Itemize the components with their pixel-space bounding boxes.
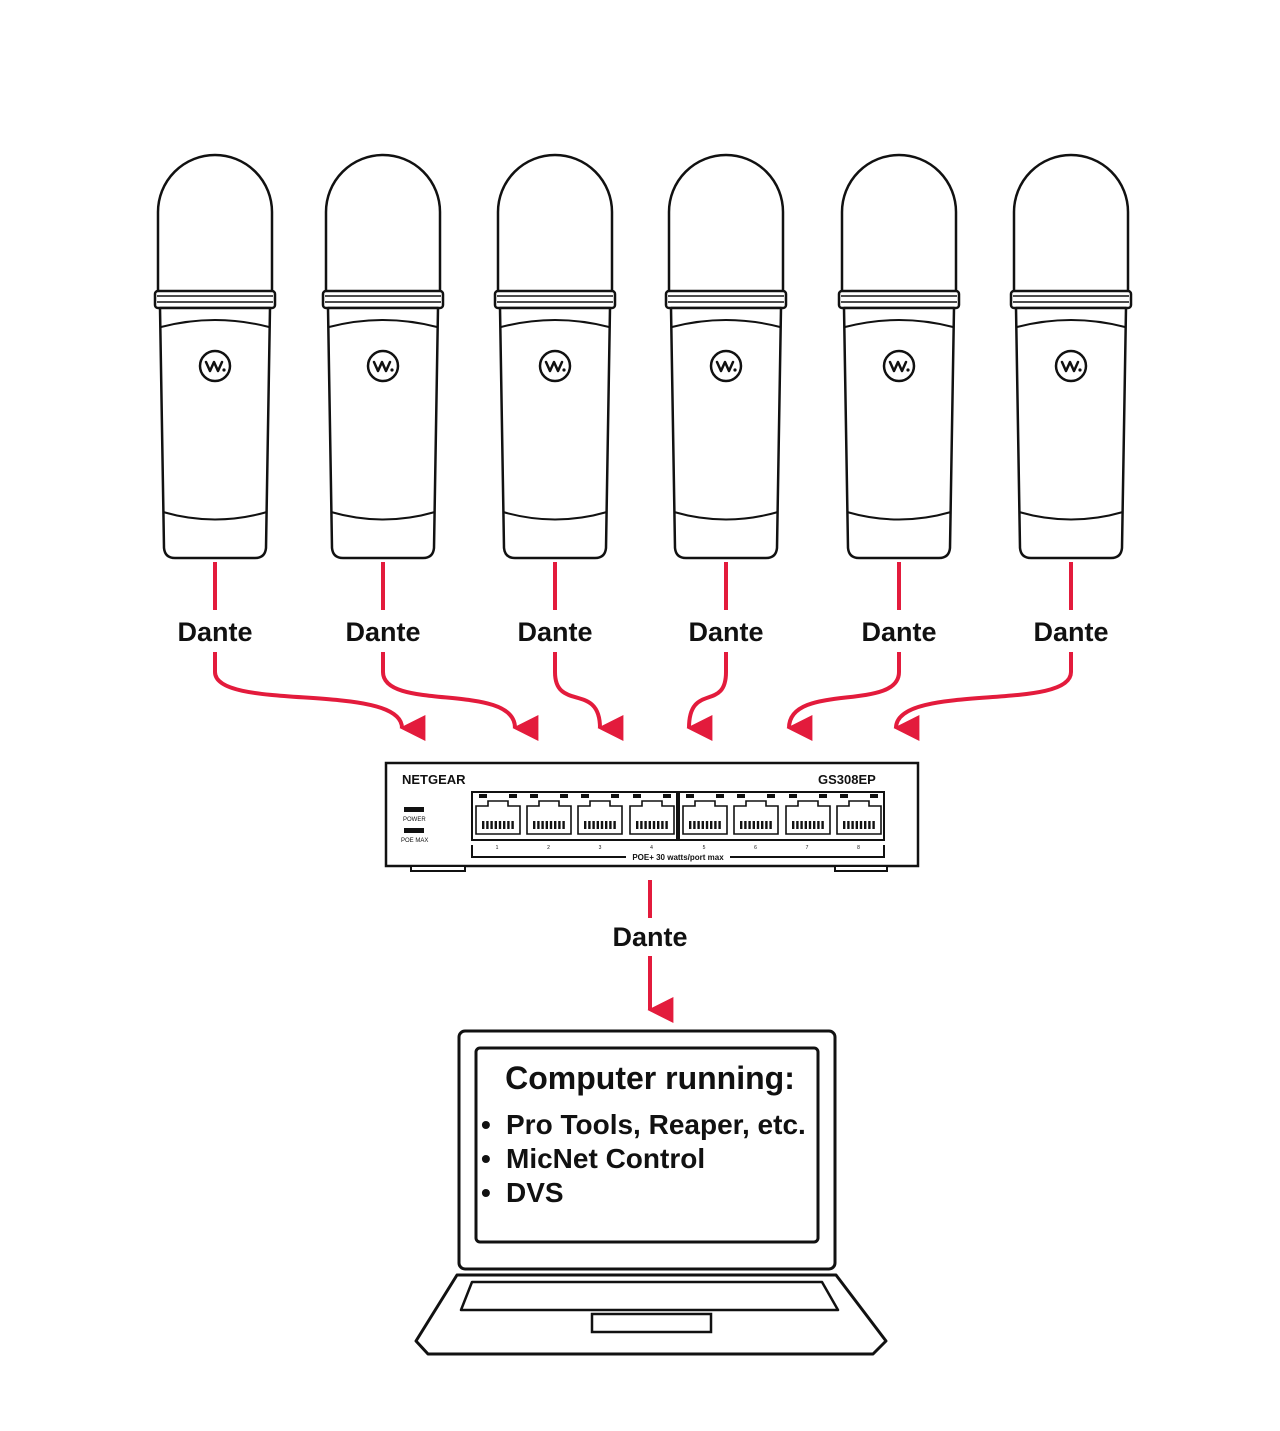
switch-model: GS308EP: [818, 772, 876, 787]
microphone-icon: [1009, 153, 1133, 560]
wave-logo-icon: [1054, 349, 1088, 383]
computer-title: Computer running:: [505, 1060, 795, 1096]
mic-grille: [840, 153, 958, 294]
mic-grille: [667, 153, 785, 294]
mic-body: [842, 306, 956, 560]
wave-logo-icon: [709, 349, 743, 383]
port-number: 6: [754, 845, 757, 851]
dante-link-arrow: [213, 652, 426, 741]
mic-body: [1014, 306, 1128, 560]
ethernet-port: 7: [785, 794, 831, 851]
dante-label: Dante: [177, 617, 252, 647]
computer-software-list: •Pro Tools, Reaper, etc.•MicNet Control•…: [481, 1109, 806, 1208]
mic-grille: [1012, 153, 1130, 294]
poe-label: POE+ 30 watts/port max: [632, 853, 724, 862]
switch-to-computer-link: Dante: [612, 880, 688, 1023]
mic-collar: [153, 289, 277, 310]
mic-grille: [156, 153, 274, 294]
ethernet-port: 4: [629, 794, 675, 851]
microphone-icon: [837, 153, 961, 560]
list-bullet: •: [481, 1177, 491, 1208]
switch-foot-left: [410, 865, 466, 872]
ethernet-port: 6: [733, 794, 779, 851]
software-list-item: • MicNet Control: [481, 1143, 705, 1174]
poe-max-led-label: POE MAX: [401, 838, 428, 844]
mic-collar: [664, 289, 788, 310]
mic-collar: [321, 289, 445, 310]
network-switch-icon: NETGEAR GS308EP POWER POE MAX 1 2 3 4 5 6 7 8 P…: [384, 761, 920, 872]
mic-body: [669, 306, 783, 560]
wave-logo-icon: [538, 349, 572, 383]
mic-collar: [837, 289, 961, 310]
microphone-row: [153, 153, 1133, 560]
software-list-item: • DVS: [481, 1177, 564, 1208]
microphone-icon: [493, 153, 617, 560]
software-name: Pro Tools, Reaper, etc.: [506, 1109, 806, 1140]
mic-collar: [1009, 289, 1133, 310]
mic-body: [158, 306, 272, 560]
port-number: 7: [806, 845, 809, 851]
power-led-label: POWER: [403, 817, 426, 823]
dante-link: Dante: [893, 562, 1109, 742]
mic-grille: [496, 153, 614, 294]
mic-body: [326, 306, 440, 560]
wave-logo-icon: [198, 349, 232, 383]
dante-link: Dante: [177, 562, 426, 741]
laptop-icon: Computer running: • Pro Tools, Reaper, et…: [414, 1029, 888, 1356]
software-list-item: • Pro Tools, Reaper, etc.: [481, 1109, 806, 1140]
port-number: 2: [547, 845, 550, 851]
port-number: 5: [703, 845, 706, 851]
poe-max-led: [404, 828, 424, 833]
list-bullet: •: [481, 1143, 491, 1174]
mic-body: [498, 306, 612, 560]
dante-label: Dante: [345, 617, 420, 647]
dante-link: Dante: [345, 562, 539, 741]
port-number: 1: [496, 845, 499, 851]
dante-link: Dante: [786, 562, 937, 742]
switch-ports: 1 2 3 4 5 6 7 8: [475, 794, 882, 851]
laptop-screen: [474, 1046, 820, 1244]
software-name: MicNet Control: [506, 1143, 705, 1174]
ethernet-port: 8: [836, 794, 882, 851]
list-bullet: •: [481, 1109, 491, 1140]
dante-label: Dante: [861, 617, 936, 647]
ethernet-port: 3: [577, 794, 623, 851]
mic-grille: [324, 153, 442, 294]
ethernet-port: 2: [526, 794, 572, 851]
switch-foot-right: [834, 865, 888, 872]
switch-brand: NETGEAR: [402, 772, 466, 787]
port-number: 3: [599, 845, 602, 851]
mic-collar: [493, 289, 617, 310]
laptop-trackpad: [590, 1312, 713, 1334]
dante-link-arrow: [686, 652, 728, 742]
dante-link: Dante: [686, 562, 764, 742]
mic-to-switch-links: Dante Dante Dante Dante Dante Dante: [177, 562, 1109, 742]
power-led: [404, 807, 424, 812]
dante-label: Dante: [517, 617, 592, 647]
dante-link-arrow: [553, 652, 624, 741]
ethernet-port: 1: [475, 794, 521, 851]
microphone-icon: [321, 153, 445, 560]
uplink-dante-label: Dante: [612, 922, 687, 952]
wave-logo-icon: [882, 349, 916, 383]
dante-link: Dante: [517, 562, 624, 741]
port-number: 4: [650, 845, 653, 851]
dante-label: Dante: [688, 617, 763, 647]
microphone-icon: [664, 153, 788, 560]
dante-label: Dante: [1033, 617, 1108, 647]
poe-label-bg: [626, 851, 730, 861]
port-group-right: [678, 791, 885, 841]
laptop-keyboard: [459, 1280, 840, 1312]
ethernet-port: 5: [682, 794, 728, 851]
software-name: DVS: [506, 1177, 564, 1208]
wave-logo-icon: [366, 349, 400, 383]
port-number: 8: [857, 845, 860, 851]
dante-link-arrow: [381, 652, 539, 741]
port-group-left: [471, 791, 678, 841]
dante-link-arrow: [893, 652, 1073, 742]
dante-link-arrow: [786, 652, 901, 742]
microphone-icon: [153, 153, 277, 560]
